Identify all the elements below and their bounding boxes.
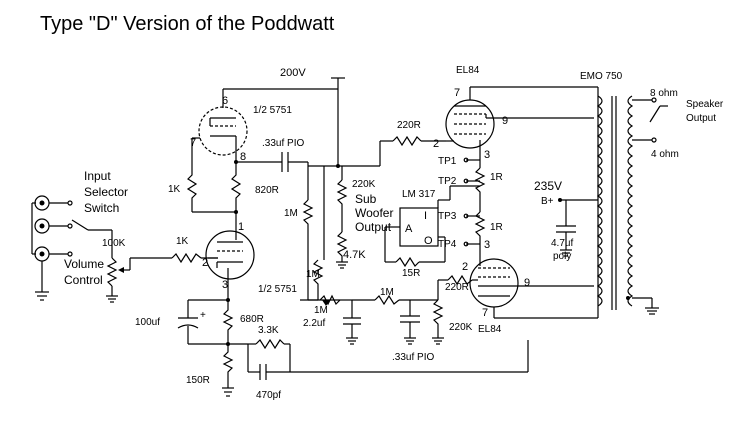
el84-top (445, 86, 598, 158)
tube-label-top: 1/2 5751 (253, 105, 292, 116)
pin-6: 6 (222, 95, 228, 107)
volume-pot-value: 100K (102, 238, 126, 249)
lm317-pin-a: A (405, 223, 413, 235)
triode-bottom (205, 225, 255, 300)
cap-100uf-value: 100uf (135, 317, 160, 328)
b200-label: 200V (280, 67, 306, 79)
subwoofer-label: Sub Woofer Output (355, 192, 397, 234)
resistor-15r-value: 15R (402, 268, 420, 279)
grid-leak-220k-b (432, 274, 473, 345)
volume-control-label: Volume Control (64, 257, 107, 287)
resistor-820r-value: 820R (255, 185, 279, 196)
coupling-cap-top (236, 152, 309, 200)
bplus-label: B+ (541, 196, 554, 207)
el84-top-pin-7: 7 (454, 87, 460, 99)
phase-network (300, 259, 438, 345)
tp2-label: TP2 (438, 176, 457, 187)
tube-label-bottom: 1/2 5751 (258, 284, 297, 295)
triode-top (191, 89, 248, 162)
cap-470pf-value: 470pf (256, 390, 281, 401)
resistor-1m-d-value: 1M (380, 287, 394, 298)
el84-bottom (469, 250, 598, 319)
tp4-label: TP4 (438, 239, 457, 250)
pin-3: 3 (222, 279, 228, 291)
el84-bottom-pin-3: 3 (484, 239, 490, 251)
lm317-pin-i: I (424, 210, 427, 222)
svg-text:+: + (200, 310, 206, 321)
el84-bottom-pin-9: 9 (524, 277, 530, 289)
resistor-1r-a-value: 1R (490, 172, 503, 183)
feedback-network (247, 338, 529, 380)
bplus-supply (556, 198, 598, 257)
output-transformer (596, 87, 668, 318)
input-jacks (31, 195, 113, 301)
tap-8ohm: 8 ohm (650, 88, 678, 99)
el84-top-pin-9: 9 (502, 115, 508, 127)
resistor-680r-value: 680R (240, 314, 264, 325)
grid-stopper-value: 1K (176, 236, 189, 247)
xfmr-label: EMO 750 (580, 71, 623, 82)
el84-bottom-label: EL84 (478, 324, 502, 335)
cap-033-b-value: .33uf PIO (392, 352, 434, 363)
resistor-1m-a-value: 1M (284, 208, 298, 219)
el84-top-pin-3: 3 (484, 149, 490, 161)
cap-4u7-value: 4.7uf (551, 238, 573, 249)
tp1-label: TP1 (438, 156, 457, 167)
lm317-pin-o: O (424, 235, 433, 247)
pin-1: 1 (238, 221, 244, 233)
cap-2u2-value: 2.2uf (303, 318, 325, 329)
volume-pot (106, 257, 172, 303)
grid-leak-1m (302, 199, 318, 301)
resistor-220r-b-value: 220R (445, 282, 469, 293)
el84-bottom-pin-7: 7 (482, 307, 488, 319)
cathode-string (450, 157, 486, 250)
cap-poly-label: poly (553, 251, 571, 262)
lm317-label: LM 317 (402, 189, 436, 200)
resistor-4k7-value: 4.7K (343, 249, 366, 261)
lm317-regulator (384, 186, 451, 268)
subwoofer-branch (308, 164, 380, 269)
resistor-150r-value: 150R (186, 375, 210, 386)
diagram-title: Type "D" Version of the Poddwatt (40, 13, 335, 35)
tp3-label: TP3 (438, 211, 457, 222)
cathode-resistor-1k (186, 162, 236, 213)
resistor-1m-c-value: 1M (314, 305, 328, 316)
coupling-cap-top-value: .33uf PIO (262, 138, 304, 149)
cathode-resistor-1k-value: 1K (168, 184, 181, 195)
input-selector-label: Input Selector Switch (84, 169, 131, 215)
resistor-220k-b-value: 220K (449, 322, 473, 333)
speaker-output-label: Speaker Output (686, 99, 726, 124)
resistor-3k3-value: 3.3K (258, 325, 279, 336)
b200-rail (223, 77, 345, 165)
resistor-1m-b-value: 1M (306, 269, 320, 280)
b235-label: 235V (534, 179, 562, 193)
tap-4ohm: 4 ohm (651, 149, 679, 160)
resistor-220r-a-value: 220R (397, 120, 421, 131)
resistor-1r-b-value: 1R (490, 222, 503, 233)
pin-7: 7 (190, 137, 196, 149)
el84-top-label: EL84 (456, 65, 480, 76)
resistor-820r (230, 160, 242, 225)
cathode-network: + (177, 298, 249, 397)
resistor-220k-a-value: 220K (352, 179, 376, 190)
pin-2: 2 (202, 257, 208, 269)
el84-top-pin-2: 2 (433, 138, 439, 150)
pin-8: 8 (240, 151, 246, 163)
el84-bottom-pin-2: 2 (462, 261, 468, 273)
grid-stopper-top-el84 (379, 135, 446, 166)
